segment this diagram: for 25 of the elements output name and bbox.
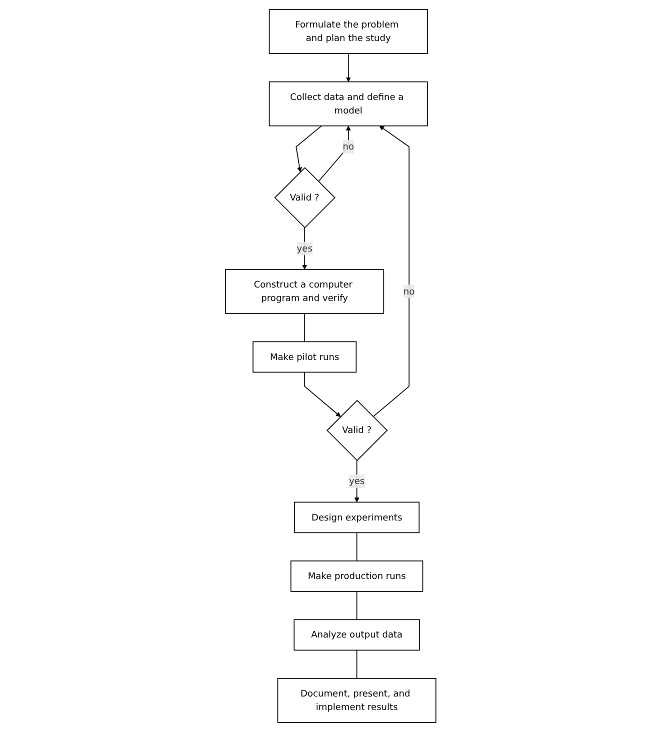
- arrow: [296, 125, 322, 172]
- node-box: Construct a computer program and verify: [225, 268, 384, 314]
- arrow: [346, 53, 352, 82]
- arrow: [304, 372, 342, 417]
- edge-label: yes: [297, 242, 313, 254]
- edge-label: no: [404, 286, 415, 297]
- node-box: Analyze output data: [294, 619, 420, 651]
- edge-label: no: [343, 141, 354, 152]
- node-box: Make pilot runs: [252, 341, 357, 373]
- connector: [304, 313, 306, 342]
- arrow: [318, 126, 352, 182]
- arrow: [302, 227, 308, 270]
- node-diamond: Valid ?: [326, 400, 388, 461]
- edge-label: yes: [349, 476, 365, 486]
- connector: [356, 591, 358, 620]
- arrow: [372, 126, 410, 418]
- node-box: Make production runs: [290, 560, 424, 592]
- connector: [356, 650, 358, 679]
- arrow: [354, 460, 360, 502]
- node-box: Collect data and define a model: [269, 81, 428, 126]
- node-box: Formulate the problem and plan the study: [269, 9, 428, 54]
- connector: [356, 532, 358, 562]
- node-box: Design experiments: [294, 502, 420, 534]
- node-box: Document, present, and implement results: [278, 678, 437, 723]
- node-diamond: Valid ?: [274, 167, 336, 228]
